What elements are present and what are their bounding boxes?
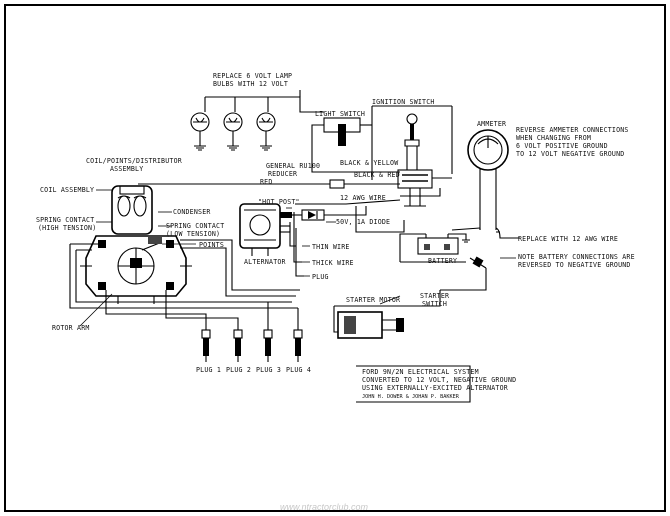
label-starter-motor: STARTER MOTOR [346, 296, 400, 304]
label-plug-1: PLUG 1 [196, 366, 221, 374]
label-reverse-4: TO 12 VOLT NEGATIVE GROUND [516, 150, 624, 158]
label-spring-ht: SPRING CONTACT [36, 216, 94, 224]
label-starter-switch: STARTER [420, 292, 449, 300]
label-spring-lt-2: (LOW TENSION) [166, 230, 220, 238]
label-red: RED [260, 178, 273, 186]
label-ignition-switch: IGNITION SWITCH [372, 98, 435, 106]
label-coil-points-2: ASSEMBLY [110, 165, 143, 173]
diagram-frame [4, 4, 666, 512]
spark-plug-icon [201, 329, 211, 362]
label-rotor-arm: ROTOR ARM [52, 324, 90, 332]
label-title-1: FORD 9N/2N ELECTRICAL SYSTEM [362, 368, 479, 376]
starter-switch-icon [400, 256, 487, 291]
label-spring-lt: SPRING CONTACT [166, 222, 224, 230]
ignition-switch [371, 105, 453, 180]
lamp-icon [190, 112, 210, 151]
label-alternator: ALTERNATOR [244, 258, 286, 266]
battery-icon [399, 233, 470, 262]
label-plug-3: PLUG 3 [256, 366, 281, 374]
lamp-icon [256, 112, 276, 151]
spark-plug-icon [263, 329, 273, 362]
label-general-ru100-2: REDUCER [268, 170, 297, 178]
label-plug-2: PLUG 2 [226, 366, 251, 374]
label-credits: JOHN H. DOWER & JOHAN P. BAKKER [362, 394, 460, 400]
spark-plug-icon [293, 329, 303, 362]
label-12-awg: 12 AWG WIRE [340, 194, 386, 202]
label-coil-assembly: COIL ASSEMBLY [40, 186, 94, 194]
label-diode: 50V, 1A DIODE [336, 218, 390, 226]
ammeter-icon [467, 129, 509, 233]
label-spring-ht-2: (HIGH TENSION) [38, 224, 96, 232]
label-lamps-2: BULBS WITH 12 VOLT [213, 80, 288, 88]
label-coil-points: COIL/POINTS/DISTRIBUTOR [86, 157, 182, 165]
label-plug-4: PLUG 4 [286, 366, 311, 374]
label-reverse-1: REVERSE AMMETER CONNECTIONS [516, 126, 629, 134]
label-title-3: USING EXTERNALLY-EXCITED ALTERNATOR [362, 384, 508, 392]
distributor-assembly [80, 185, 192, 304]
label-points: POINTS [199, 241, 224, 249]
label-replace-12awg: REPLACE WITH 12 AWG WIRE [518, 235, 618, 243]
label-black-yellow: BLACK & YELLOW [340, 159, 398, 167]
label-starter-switch-2: SWITCH [422, 300, 447, 308]
watermark: www.ntractorclub.com [280, 502, 369, 512]
label-title-2: CONVERTED TO 12 VOLT, NEGATIVE GROUND [362, 376, 516, 384]
label-note-2: REVERSED TO NEGATIVE GROUND [518, 261, 631, 269]
diode-icon [301, 209, 325, 221]
starter-motor-icon [333, 290, 441, 339]
spark-plug-icon [233, 329, 243, 362]
light-switch [311, 117, 372, 173]
label-thin-wire: THIN WIRE [312, 243, 350, 251]
label-reverse-2: WHEN CHANGING FROM [516, 134, 591, 142]
label-note-1: NOTE BATTERY CONNECTIONS ARE [518, 253, 635, 261]
label-thick-wire: THICK WIRE [312, 259, 354, 267]
label-plug: PLUG [312, 273, 329, 281]
lamps-group [190, 96, 276, 151]
label-battery: BATTERY [428, 257, 457, 265]
label-reverse-3: 6 VOLT POSITIVE GROUND [516, 142, 608, 150]
alternator-icon [239, 203, 292, 256]
label-black-red: BLACK & RED [354, 171, 400, 179]
label-lamps: REPLACE 6 VOLT LAMP [213, 72, 292, 80]
label-condenser: CONDENSER [173, 208, 211, 216]
lamp-icon [223, 112, 243, 151]
label-light-switch: LIGHT SWITCH [315, 110, 365, 118]
label-general-ru100: GENERAL RU100 [266, 162, 320, 170]
label-ammeter: AMMETER [477, 120, 506, 128]
label-hot-post: "HOT POST" [258, 198, 300, 206]
